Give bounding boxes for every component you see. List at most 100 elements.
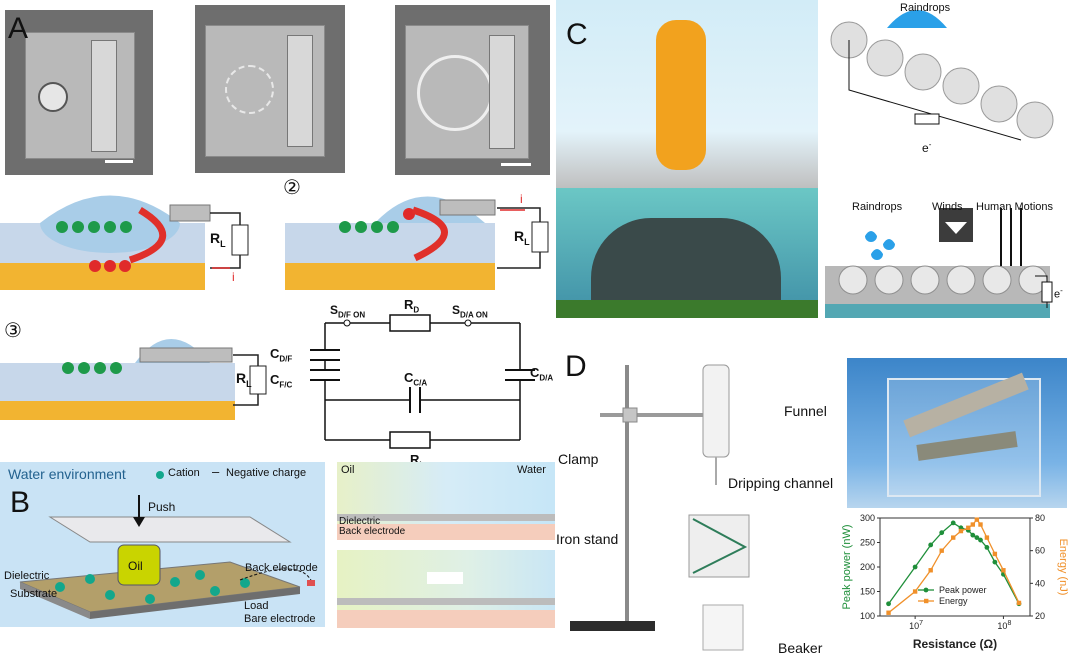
y2-axis-label: Energy (nJ) xyxy=(1057,539,1069,596)
y-tick-label: 200 xyxy=(860,562,875,572)
clamp-label: Clamp xyxy=(558,451,599,467)
load-label: Load xyxy=(244,600,269,612)
data-point-energy xyxy=(1001,568,1006,573)
legend-title: Water environment xyxy=(8,466,126,482)
legend-marker-0 xyxy=(923,587,929,593)
switch-df-label: SD/F ON xyxy=(330,303,366,320)
data-point-energy xyxy=(939,548,944,553)
push-label: Push xyxy=(148,500,176,514)
inset-oil-label: Oil xyxy=(341,464,355,476)
inset-bottom-arrow xyxy=(427,572,463,584)
y2-tick-label: 60 xyxy=(1035,546,1045,556)
y-tick-label: 300 xyxy=(860,513,875,523)
data-point-power xyxy=(970,532,976,538)
capacitor-ca-label: CC/A xyxy=(404,370,428,388)
substrate-label: Substrate xyxy=(10,588,58,600)
data-point-energy xyxy=(992,551,998,557)
data-point-energy xyxy=(886,610,891,615)
panel-a: A ① ② ③ RL i RL i xyxy=(0,0,555,470)
motion-harvest-diagram xyxy=(825,208,1053,318)
inset-water-label: Water xyxy=(517,464,546,476)
step-2-current-label: i xyxy=(520,192,523,206)
x-tick-label: 108 xyxy=(997,620,1011,631)
y-axis-label: Peak power (nW) xyxy=(841,525,853,610)
data-point-power xyxy=(978,537,983,543)
step-2-label: ② xyxy=(283,177,301,199)
legend-negative-charge: Negative charge xyxy=(226,467,307,479)
human-motions-label: Human Motions xyxy=(976,201,1054,213)
capacitor-df-label: CD/F xyxy=(270,346,293,364)
grass xyxy=(556,300,818,318)
inset-bottom-electrode xyxy=(337,610,555,628)
device-schematic xyxy=(19,495,315,619)
equivalent-circuit xyxy=(310,314,535,449)
raindrops-top-label: Raindrops xyxy=(900,2,951,14)
y-tick-label: 250 xyxy=(860,538,875,548)
panel-b-inset-bottom xyxy=(337,550,555,628)
step-2-load-label: RL xyxy=(514,228,530,247)
data-point-energy xyxy=(928,568,933,573)
runner-figure xyxy=(656,20,706,170)
funnel-label: Funnel xyxy=(784,403,827,419)
device-photo xyxy=(847,358,1067,508)
series-line-0 xyxy=(888,522,1020,605)
step-3-schematic xyxy=(0,339,267,420)
inset-top-dielectric xyxy=(337,514,555,521)
inset-top-electrode xyxy=(337,524,555,540)
data-point-energy xyxy=(984,535,990,540)
data-point-energy xyxy=(958,528,964,534)
data-point-power xyxy=(886,601,891,607)
series-line-1 xyxy=(888,518,1020,614)
panel-c-tent-illustration xyxy=(556,188,818,318)
step-1-schematic xyxy=(0,180,280,290)
data-point-energy xyxy=(978,522,983,527)
panel-b-inset-top: Oil Water Dielectric Back electrode xyxy=(337,462,555,540)
capacitor-fc-label: CF/C xyxy=(270,372,293,390)
y2-tick-label: 20 xyxy=(1035,611,1045,621)
iron-stand-label: Iron stand xyxy=(556,531,619,547)
legend-negative-charge-marker: – xyxy=(212,464,220,479)
electron-top-label: e- xyxy=(922,140,932,155)
data-point-power xyxy=(992,559,998,565)
panel-d-label: D xyxy=(565,350,587,383)
switch-da-label: SD/A ON xyxy=(452,303,488,320)
raindrop-chain-diagram xyxy=(825,10,1065,141)
step-3-load-label: RL xyxy=(236,370,252,389)
raindrops-label: Raindrops xyxy=(852,201,903,213)
legend-label-0: Peak power xyxy=(939,585,987,595)
tent xyxy=(591,218,781,308)
y2-tick-label: 80 xyxy=(1035,513,1045,523)
capacitor-da-label: CD/A xyxy=(530,365,554,383)
step-1-load-label: RL xyxy=(210,230,226,249)
step-3-label: ③ xyxy=(4,320,22,342)
back-electrode-label: Back electrode xyxy=(245,562,318,574)
beaker-label: Beaker xyxy=(778,640,823,656)
step-1-current-label: i xyxy=(232,270,235,284)
y2-tick-label: 40 xyxy=(1035,578,1045,588)
data-point-energy xyxy=(1016,600,1022,606)
y-tick-label: 150 xyxy=(860,587,875,597)
data-point-power xyxy=(928,542,934,548)
dripping-channel-label: Dripping channel xyxy=(728,475,834,491)
panel-b-label: B xyxy=(10,486,31,519)
data-point-power xyxy=(950,520,956,526)
inset-back-electrode-label: Back electrode xyxy=(339,526,406,537)
legend-label-1: Energy xyxy=(939,596,968,606)
resistor-d-label: RD xyxy=(404,297,420,315)
cation-legend-marker xyxy=(156,471,164,479)
data-point-power xyxy=(912,564,918,570)
dielectric-label: Dielectric xyxy=(4,570,50,582)
micrograph-3 xyxy=(395,5,550,175)
electron-bottom-label: e- xyxy=(1054,286,1063,301)
bare-electrode-label: Bare electrode xyxy=(244,613,316,625)
panel-c-runner-illustration: C xyxy=(556,0,818,188)
micrograph-1 xyxy=(5,10,153,175)
oil-label: Oil xyxy=(128,559,143,573)
data-point-energy xyxy=(974,517,980,522)
data-point-energy xyxy=(970,522,976,527)
data-point-energy xyxy=(912,589,918,594)
x-axis-label: Resistance (Ω) xyxy=(913,637,997,651)
dripping-apparatus xyxy=(570,364,750,651)
y-tick-label: 100 xyxy=(860,611,875,621)
